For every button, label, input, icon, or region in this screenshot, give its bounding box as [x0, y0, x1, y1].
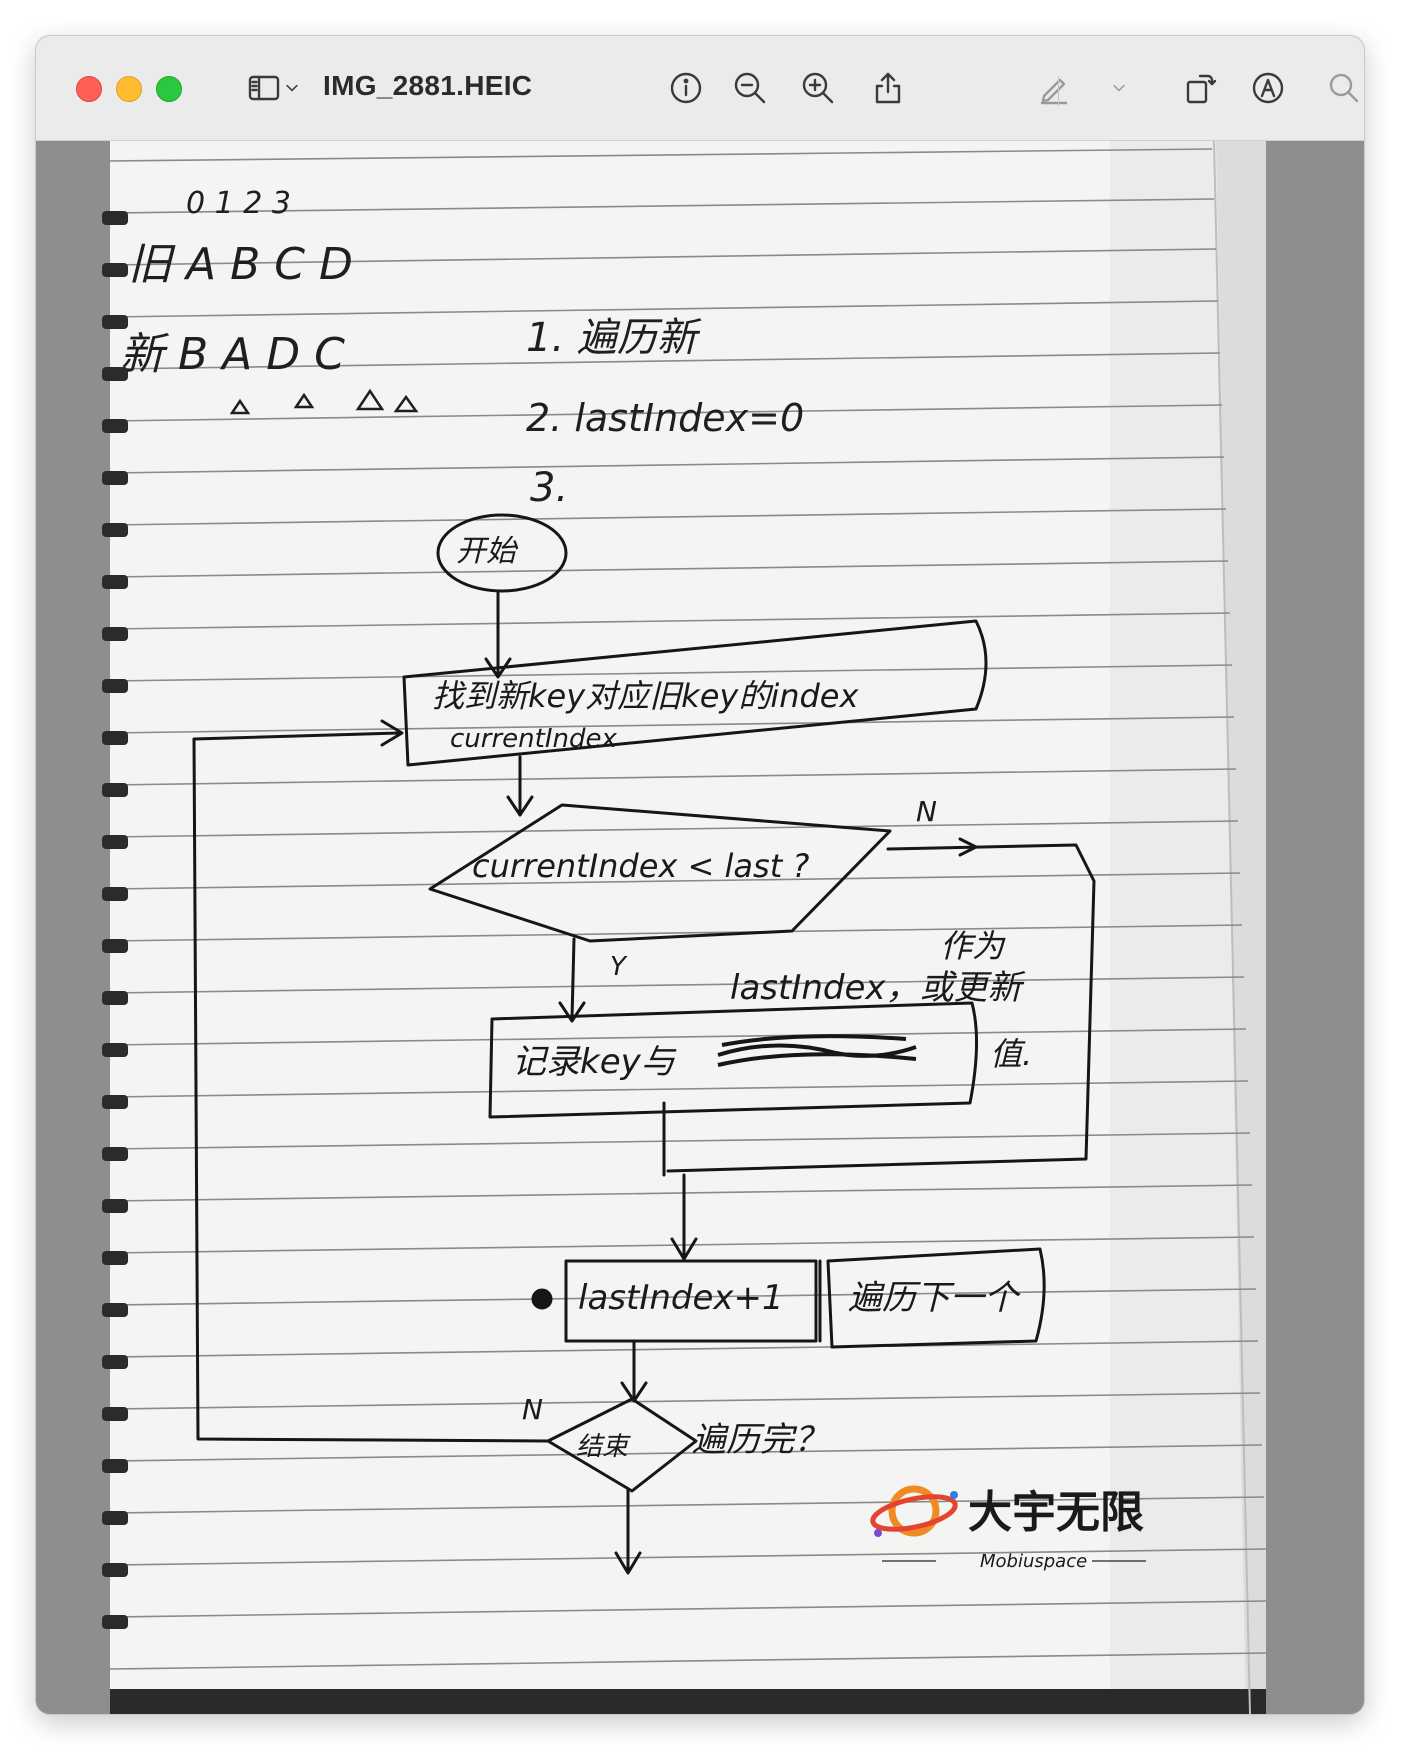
- step-3: 3.: [530, 465, 568, 511]
- share-icon[interactable]: [866, 66, 910, 110]
- brand-name-en: Mobiuspace: [980, 1551, 1087, 1572]
- branch-n-left-label: N: [522, 1393, 543, 1426]
- close-button[interactable]: [76, 76, 102, 102]
- old-key-row: 旧 A B C D: [128, 239, 353, 290]
- new-key-row: 新 B A D C: [120, 329, 345, 380]
- search-icon[interactable]: [1322, 66, 1364, 110]
- side-note-line-2: lastIndex，或更新: [730, 968, 1027, 1008]
- image-viewport: 0 1 2 3 旧 A B C D 新 B A D C 1. 遍历新 2. la…: [36, 141, 1364, 1714]
- index-row: 0 1 2 3: [186, 186, 291, 221]
- marker-triangles: [229, 388, 419, 415]
- markup-pen-icon[interactable]: [1032, 66, 1076, 110]
- title-bar: IMG_2881.HEIC: [36, 36, 1364, 141]
- zoom-button[interactable]: [156, 76, 182, 102]
- preview-window: IMG_2881.HEIC: [36, 36, 1364, 1714]
- end-label: 结束: [576, 1432, 631, 1462]
- minimize-button[interactable]: [116, 76, 142, 102]
- branch-y-label: Y: [610, 952, 628, 982]
- brand-name-cn: 大宇无限: [968, 1487, 1144, 1538]
- notebook-photo: 0 1 2 3 旧 A B C D 新 B A D C 1. 遍历新 2. la…: [102, 141, 1267, 1714]
- ruled-lines: [109, 148, 1267, 1670]
- rotate-icon[interactable]: [1178, 66, 1222, 110]
- spiral-binding: [102, 211, 128, 1629]
- planet-logo-icon: [870, 1485, 958, 1537]
- current-index-label: currentIndex: [450, 724, 617, 754]
- side-note-line-3: 值.: [990, 1035, 1032, 1073]
- start-label: 开始: [456, 534, 519, 569]
- record-key-label: 记录key与: [512, 1042, 677, 1082]
- traversal-done-label: 遍历完？: [692, 1420, 828, 1460]
- step-1: 1. 遍历新: [526, 315, 702, 361]
- flowchart-strokes: [192, 513, 1096, 1575]
- sidebar-toggle-icon[interactable]: [242, 66, 286, 110]
- scribble-out: [717, 1034, 917, 1067]
- next-item-label: 遍历下一个: [848, 1278, 1021, 1318]
- condition-label: currentIndex < last ?: [472, 847, 809, 885]
- window-title: IMG_2881.HEIC: [323, 70, 533, 101]
- step-2: 2. lastIndex=0: [526, 396, 804, 440]
- chevron-down-icon[interactable]: [280, 66, 304, 110]
- find-index-label: 找到新key对应旧key的index: [432, 677, 859, 715]
- info-icon[interactable]: [664, 66, 708, 110]
- side-note-line-1: 作为: [940, 927, 1006, 965]
- branch-n-right-label: N: [916, 795, 937, 828]
- zoom-out-icon[interactable]: [728, 66, 772, 110]
- last-index-increment-label: lastIndex+1: [578, 1278, 784, 1318]
- chevron-down-icon[interactable]: [1104, 66, 1134, 110]
- toolbar-divider: [1058, 76, 1059, 106]
- markup-circle-icon[interactable]: [1246, 66, 1290, 110]
- zoom-in-icon[interactable]: [796, 66, 840, 110]
- brand-watermark: 大宇无限 Mobiuspace: [870, 1485, 1146, 1572]
